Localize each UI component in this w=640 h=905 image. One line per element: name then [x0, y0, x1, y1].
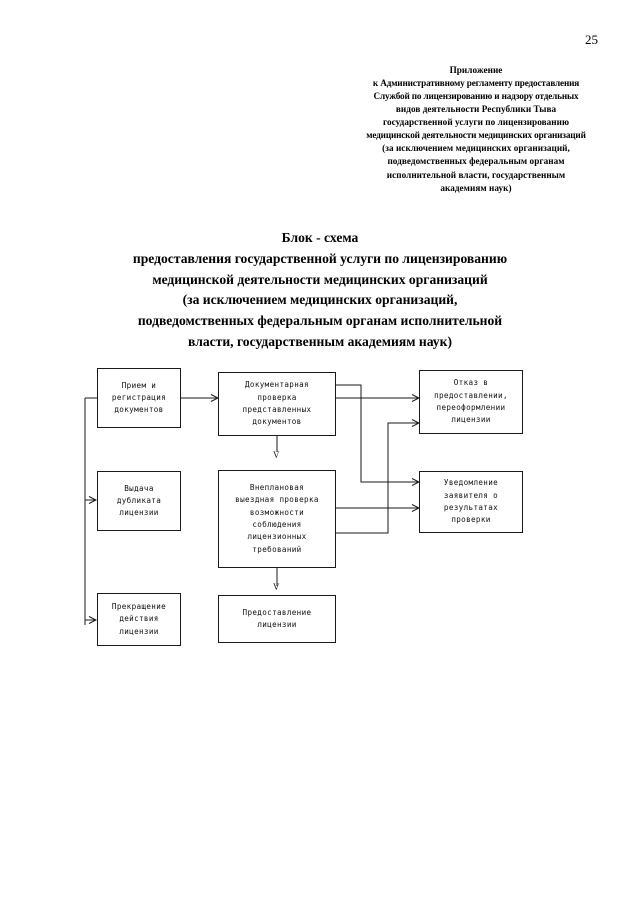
- appendix-header-line: Службой по лицензированию и надзору отде…: [373, 91, 579, 102]
- title-line: Блок - схема: [281, 230, 359, 245]
- node-dokumentarnaya-proverka[interactable]: Документарная проверка представленных до…: [218, 372, 336, 436]
- node-line: выездная проверка: [235, 495, 319, 505]
- node-priem-registratsiya[interactable]: Прием и регистрация документов: [97, 368, 181, 428]
- node-line: документов: [114, 405, 164, 415]
- title-line: власти, государственным академиям наук): [188, 333, 452, 349]
- node-uvedomlenie-zayavitelya[interactable]: Уведомление заявителя о результатах пров…: [419, 471, 523, 533]
- title-line: (за исключением медицинских организаций,: [182, 292, 458, 308]
- node-line: Прием и: [121, 380, 157, 390]
- node-line: предоставлении,: [434, 390, 508, 400]
- node-predostavlenie-litsenzii[interactable]: Предоставление лицензии: [218, 595, 336, 643]
- node-line: Внеплановая: [249, 483, 305, 493]
- appendix-header-line: Приложение: [449, 65, 503, 75]
- node-vneplanovaya-proverka[interactable]: Внеплановая выездная проверка возможност…: [218, 470, 336, 568]
- page-number: 25: [585, 32, 598, 47]
- appendix-header-line: медицинской деятельности медицинских орг…: [366, 130, 586, 141]
- node-line: заявителя о: [443, 490, 499, 500]
- appendix-header-line: видов деятельности Республики Тыва: [395, 104, 557, 115]
- node-line: документов: [252, 417, 302, 427]
- node-line: Документарная: [245, 380, 309, 390]
- node-line: лицензии: [119, 626, 159, 636]
- title-line: подведомственных федеральным органам исп…: [137, 313, 503, 329]
- node-line: требований: [252, 544, 302, 554]
- node-line: действия: [119, 614, 159, 624]
- node-line: Прекращение: [111, 602, 167, 612]
- node-line: возможности: [249, 507, 305, 517]
- node-line: соблюдения: [252, 520, 302, 529]
- node-prekrashchenie-deystviya[interactable]: Прекращение действия лицензии: [97, 593, 181, 646]
- node-line: лицензии: [119, 508, 159, 518]
- arrowhead-v-marker-documentary-to-onsite: V: [273, 450, 280, 460]
- node-line: Предоставление: [242, 607, 312, 617]
- node-line: лицензионных: [247, 532, 307, 542]
- node-line: дубликата: [116, 495, 162, 505]
- title-line: медицинской деятельности медицинских орг…: [152, 271, 488, 287]
- appendix-header-line: к Административному регламенту предостав…: [372, 78, 580, 89]
- appendix-header-line: государственной услуги по лицензированию: [382, 117, 570, 128]
- node-otkaz-v-predostavlenii[interactable]: Отказ в предоставлении, переоформлении л…: [419, 370, 523, 434]
- page-title: Блок - схема предоставления государствен…: [28, 228, 612, 353]
- appendix-header-line: подведомственных федеральным органам: [387, 156, 565, 167]
- node-line: Выдача: [124, 483, 154, 493]
- node-vydacha-dublikata[interactable]: Выдача дубликата лицензии: [97, 471, 181, 531]
- node-line: результатах: [443, 503, 499, 512]
- node-line: проверки: [451, 515, 491, 525]
- arrowhead-v-marker-onsite-to-license: V: [273, 582, 280, 592]
- node-line: лицензии: [451, 415, 491, 425]
- appendix-header-line: (за исключением медицинских организаций,: [382, 143, 570, 154]
- node-line: проверка: [257, 392, 297, 402]
- title-line: предоставления государственной услуги по…: [132, 250, 508, 266]
- node-line: переоформлении: [436, 403, 506, 412]
- appendix-header-line: исполнительной власти, государственным: [386, 169, 566, 180]
- node-line: представленных: [242, 405, 312, 414]
- node-line: Отказ в: [453, 378, 489, 388]
- appendix-header-line: академиям наук): [440, 182, 512, 193]
- node-line: регистрация: [111, 392, 167, 402]
- node-line: Уведомление: [443, 478, 499, 488]
- node-line: лицензии: [257, 620, 297, 629]
- appendix-header: Приложение к Административному регламент…: [330, 64, 622, 195]
